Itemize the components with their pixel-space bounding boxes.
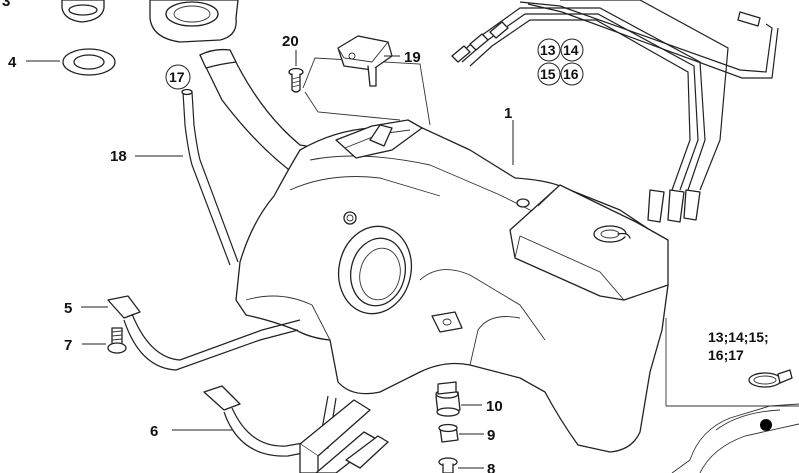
callout-14[interactable]: 14 <box>563 42 579 58</box>
part-8-bolt <box>438 457 458 473</box>
callout-5[interactable]: 5 <box>64 300 72 317</box>
callout-6[interactable]: 6 <box>150 423 158 440</box>
callout-9[interactable]: 9 <box>487 427 495 444</box>
part-6-tank-strap <box>203 385 337 457</box>
part-19-bracket <box>337 35 393 87</box>
part-9-spacer <box>438 423 459 443</box>
callout-4[interactable]: 4 <box>8 54 17 71</box>
part-5-tank-strap <box>107 295 301 371</box>
assembly-line-20 <box>304 91 401 121</box>
inset-label-line-2: 16;17 <box>708 347 744 363</box>
part-18-vent-hose <box>181 88 239 266</box>
callout-20[interactable]: 20 <box>282 33 299 50</box>
callout-18[interactable]: 18 <box>110 148 127 165</box>
callout-15[interactable]: 15 <box>540 66 556 82</box>
inset-panel <box>665 318 799 473</box>
callout-group-13-16 <box>537 38 584 86</box>
callout-1[interactable]: 1 <box>504 105 512 122</box>
callout-17[interactable]: 17 <box>169 69 185 85</box>
callout-19[interactable]: 19 <box>404 49 421 66</box>
part-20-screw <box>288 67 304 93</box>
callout-17-circle <box>165 64 191 90</box>
part-3-filler-cap <box>61 0 105 23</box>
part-4-seal-ring <box>62 48 116 76</box>
part-10-rubber-mount <box>435 381 461 417</box>
callout-10[interactable]: 10 <box>486 398 503 415</box>
callout-8[interactable]: 8 <box>487 461 495 473</box>
inset-label-line-1: 13;14;15; <box>708 329 769 345</box>
fuel-lines-13-16 <box>451 0 779 223</box>
callout-16[interactable]: 16 <box>563 66 579 82</box>
filler-neck-housing <box>149 0 239 43</box>
part-1-fuel-tank <box>199 48 669 453</box>
callout-7[interactable]: 7 <box>64 337 72 354</box>
callout-3[interactable]: 3 <box>2 0 10 10</box>
part-7-bolt <box>107 327 127 354</box>
spacer-blocks <box>299 399 389 473</box>
callout-13[interactable]: 13 <box>540 42 556 58</box>
